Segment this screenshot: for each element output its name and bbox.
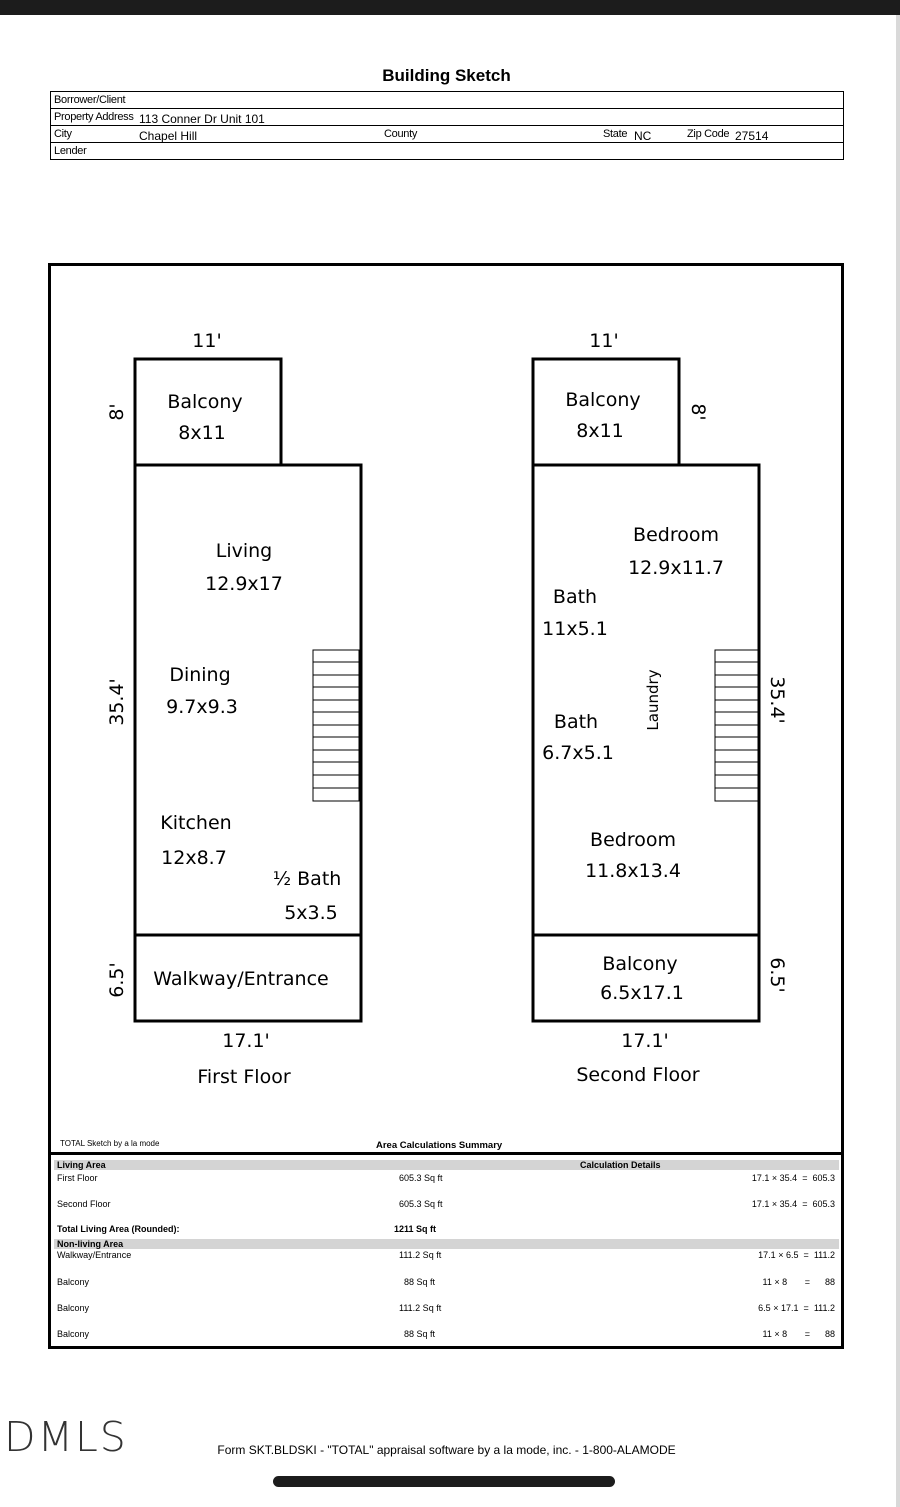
- bath1-size: 11x5.1: [542, 618, 608, 640]
- second-dim-bottom: 17.1': [621, 1030, 669, 1052]
- borrower-label: Borrower/Client: [54, 94, 126, 106]
- home-indicator[interactable]: [273, 1476, 615, 1487]
- table-row-name: Balcony: [57, 1277, 90, 1287]
- second-balcony2-outline: [531, 933, 761, 1023]
- table-row-calc: 11 × 8 = 88: [762, 1277, 835, 1287]
- table-row-area: 605.3 Sq ft: [399, 1173, 443, 1183]
- table-row-area: 111.2 Sq ft: [399, 1250, 442, 1260]
- first-dim-bottom: 17.1': [222, 1030, 270, 1052]
- table-row-calc: 11 × 8 = 88: [762, 1329, 835, 1339]
- living-area-band: [54, 1160, 839, 1170]
- table-row-name: Walkway/Entrance: [57, 1250, 132, 1260]
- state-label: State: [603, 128, 628, 140]
- first-dim-walk: 6.5': [106, 962, 128, 997]
- zip-value: 27514: [735, 129, 769, 143]
- kitchen-name: Kitchen: [160, 812, 231, 834]
- software-label: TOTAL Sketch by a la mode: [60, 1139, 160, 1148]
- bath2-size: 6.7x5.1: [542, 742, 614, 764]
- dining-size: 9.7x9.3: [166, 696, 238, 718]
- living-size: 12.9x17: [205, 573, 283, 595]
- second-balcony-name: Balcony: [565, 389, 640, 411]
- form-footer: Form SKT.BLDSKI - "TOTAL" appraisal soft…: [217, 1443, 676, 1457]
- nonliving-area-heading: Non-living Area: [57, 1239, 124, 1249]
- property-row: Property Address 113 Conner Dr Unit 101: [51, 109, 843, 126]
- second-stairs: [714, 649, 759, 802]
- table-row-name: Balcony: [57, 1329, 90, 1339]
- property-value: 113 Conner Dr Unit 101: [139, 112, 265, 126]
- bedroom2-name: Bedroom: [590, 829, 676, 851]
- laundry-label: Laundry: [644, 669, 662, 730]
- table-row-area: 88 Sq ft: [404, 1277, 436, 1287]
- status-bar: [0, 0, 900, 15]
- first-dim-balcony: 8': [106, 403, 128, 420]
- table-row-name: First Floor: [57, 1173, 98, 1183]
- total-living-label: Total Living Area (Rounded):: [57, 1224, 180, 1234]
- total-living-value: 1211 Sq ft: [394, 1224, 437, 1234]
- first-dim-top: 11': [192, 330, 221, 352]
- table-row-area: 88 Sq ft: [404, 1329, 436, 1339]
- first-balcony-size: 8x11: [178, 422, 226, 444]
- county-label: County: [384, 128, 418, 140]
- zip-label: Zip Code: [687, 128, 730, 140]
- city-row: City Chapel Hill County State NC Zip Cod…: [51, 126, 843, 143]
- city-label: City: [54, 128, 72, 140]
- bedroom1-size: 12.9x11.7: [628, 557, 724, 579]
- second-dim-main: 35.4': [766, 676, 788, 724]
- table-row-calc: 6.5 × 17.1 = 111.2: [758, 1303, 835, 1313]
- nonliving-area-band: [54, 1239, 839, 1249]
- property-label: Property Address: [54, 111, 134, 123]
- living-area-heading: Living Area: [57, 1160, 106, 1170]
- floor-plan-sketch: 11' 8' 35.4' 6.5' Balcony 8x11 Living 12…: [106, 330, 788, 1088]
- lender-label: Lender: [54, 145, 87, 157]
- second-balcony-outline: [531, 357, 681, 467]
- lender-row: Lender: [51, 143, 843, 160]
- dining-name: Dining: [169, 664, 230, 686]
- balcony2-name: Balcony: [602, 953, 677, 975]
- bedroom1-name: Bedroom: [633, 524, 719, 546]
- area-summary-title: Area Calculations Summary: [376, 1140, 503, 1151]
- half-bath-name: ½ Bath: [273, 868, 342, 890]
- first-floor-caption: First Floor: [197, 1066, 290, 1088]
- second-floor-caption: Second Floor: [576, 1064, 699, 1086]
- table-row-calc: 17.1 × 35.4 = 605.3: [751, 1199, 835, 1209]
- table-row-area: 605.3 Sq ft: [399, 1199, 443, 1209]
- property-info-box: Borrower/Client Property Address 113 Con…: [50, 91, 844, 160]
- page-title: Building Sketch: [382, 66, 511, 85]
- bath1-name: Bath: [553, 586, 597, 608]
- second-dim-balcony: 8': [687, 403, 709, 420]
- kitchen-size: 12x8.7: [161, 847, 227, 869]
- state-value: NC: [634, 129, 652, 143]
- first-walkway-outline: [133, 933, 363, 1023]
- page-edge: [896, 15, 900, 1507]
- city-value: Chapel Hill: [139, 129, 198, 143]
- bedroom2-size: 11.8x13.4: [585, 860, 681, 882]
- second-dim-balcony2: 6.5': [766, 957, 788, 992]
- sketch-frame: [48, 263, 844, 1349]
- walkway-name: Walkway/Entrance: [153, 968, 328, 990]
- dmls-watermark-logo: DMLS: [4, 1413, 128, 1461]
- table-row-area: 111.2 Sq ft: [399, 1303, 442, 1313]
- borrower-row: Borrower/Client: [51, 92, 843, 109]
- table-row-name: Second Floor: [57, 1199, 111, 1209]
- table-row-name: Balcony: [57, 1303, 90, 1313]
- bath2-name: Bath: [554, 711, 598, 733]
- living-name: Living: [216, 540, 273, 562]
- first-dim-main: 35.4': [106, 678, 128, 726]
- first-balcony-name: Balcony: [167, 391, 242, 413]
- second-dim-top: 11': [589, 330, 618, 352]
- half-bath-size: 5x3.5: [284, 902, 338, 924]
- table-row-calc: 17.1 × 6.5 = 111.2: [758, 1250, 835, 1260]
- second-balcony-size: 8x11: [576, 420, 624, 442]
- area-calculations-table: Living Area Calculation Details First Fl…: [51, 1152, 841, 1346]
- calculation-details-heading: Calculation Details: [580, 1160, 661, 1170]
- first-stairs: [312, 649, 360, 802]
- balcony2-size: 6.5x17.1: [600, 982, 684, 1004]
- table-row-calc: 17.1 × 35.4 = 605.3: [751, 1173, 835, 1183]
